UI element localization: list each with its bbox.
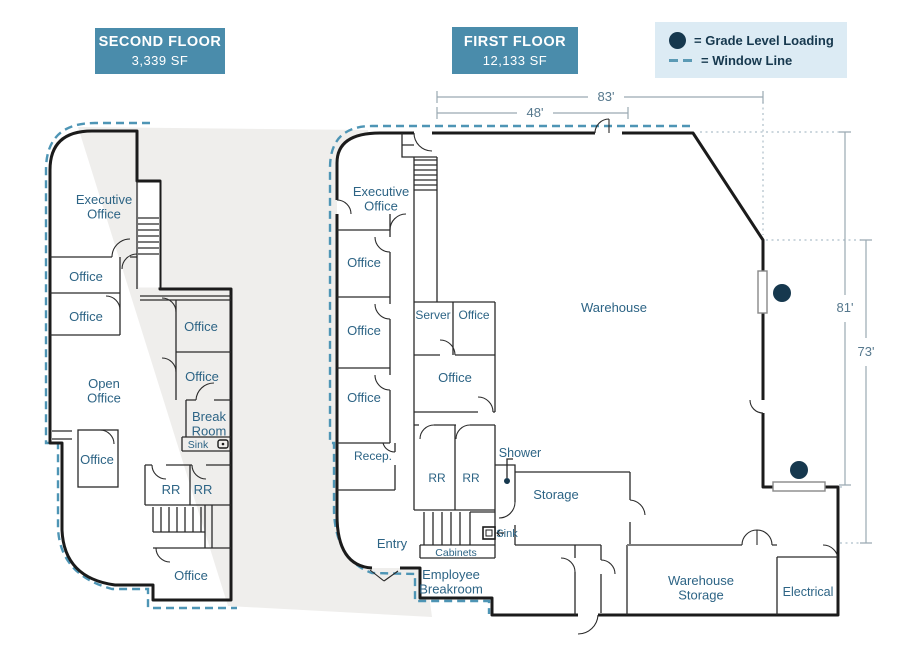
room-label-office: Office <box>174 568 208 583</box>
room-label-rr: RR <box>194 482 213 497</box>
grade-level-loading-dot <box>790 461 808 479</box>
room-label-entry: Entry <box>377 536 408 551</box>
first-floor-interior-walls <box>337 133 838 615</box>
room-label-office: Office <box>80 452 114 467</box>
window-line-icon <box>669 58 693 63</box>
double-door-arcs <box>741 529 773 546</box>
room-label-office: Office <box>347 255 381 270</box>
first-floor-door-arcs <box>336 118 839 635</box>
room-label-warehouse: Warehouse <box>581 300 647 315</box>
first-floor-fill <box>337 133 838 615</box>
door-arc <box>121 253 138 270</box>
dimension-48ft: 48' <box>527 105 544 120</box>
legend-grade-level-loading-label: = Grade Level Loading <box>694 33 834 48</box>
room-label-storage: Storage <box>533 487 579 502</box>
second-floor-stairwell <box>138 182 160 288</box>
room-label-cabinets: Cabinets <box>435 547 476 559</box>
room-label-office: Office <box>458 308 489 322</box>
room-label-office: Office <box>69 269 103 284</box>
grade-level-loading-icon <box>669 32 686 49</box>
legend-window-line-label: = Window Line <box>701 53 793 68</box>
grade-level-loading-dot <box>773 284 791 302</box>
room-label-electrical: Electrical <box>783 585 834 599</box>
second-floor-door-arcs <box>99 238 215 563</box>
legend-grade-level-loading: = Grade Level Loading <box>669 32 847 49</box>
room-label-office: Office <box>347 323 381 338</box>
legend-window-line: = Window Line <box>669 53 847 68</box>
first-floor-outline <box>335 131 840 617</box>
second-floor-office-lower-left-room <box>77 429 119 488</box>
room-label-rr: RR <box>162 482 181 497</box>
loading-door <box>757 270 768 314</box>
second-floor-stairs <box>136 181 159 289</box>
room-label-rr: RR <box>462 471 480 485</box>
first-floor-window-line <box>328 124 690 614</box>
room-label-shower: Shower <box>499 446 541 460</box>
room-label-office: Office <box>347 390 381 405</box>
second-floor-outline <box>48 129 233 602</box>
sink-icon <box>217 439 229 449</box>
room-label-sink: Sink <box>496 528 518 540</box>
dimension-annotations: 83' 48' 81' 73' <box>436 87 877 544</box>
second-floor-title: SECOND FLOOR <box>98 34 222 50</box>
second-floor-interior-walls <box>50 256 231 549</box>
dimension-73ft: 73' <box>858 344 875 359</box>
second-floor-area: 3,339 SF <box>131 53 189 68</box>
first-floor-badge: FIRST FLOOR 12,133 SF <box>452 27 578 74</box>
sink-icon <box>482 526 504 540</box>
room-label-office: Office <box>185 369 219 384</box>
room-label-office: Office <box>184 319 218 334</box>
room-label-rr: RR <box>428 471 446 485</box>
first-floor-title: FIRST FLOOR <box>463 33 567 50</box>
room-label-office: Office <box>69 309 103 324</box>
room-label-sink: Sink <box>188 439 209 451</box>
loading-door <box>772 481 826 492</box>
dimension-83ft: 83' <box>598 89 615 104</box>
first-floor-area: 12,133 SF <box>482 52 548 68</box>
shower-marker-dot <box>504 478 510 484</box>
legend: = Grade Level Loading = Window Line <box>655 22 847 78</box>
room-label-server: Server <box>415 308 450 322</box>
shower-leader-line <box>506 458 513 478</box>
second-floor-badge: SECOND FLOOR 3,339 SF <box>95 28 225 74</box>
room-label-office: Office <box>438 370 472 385</box>
dimension-81ft: 81' <box>837 300 854 315</box>
room-label-recep: Recep. <box>354 449 392 463</box>
